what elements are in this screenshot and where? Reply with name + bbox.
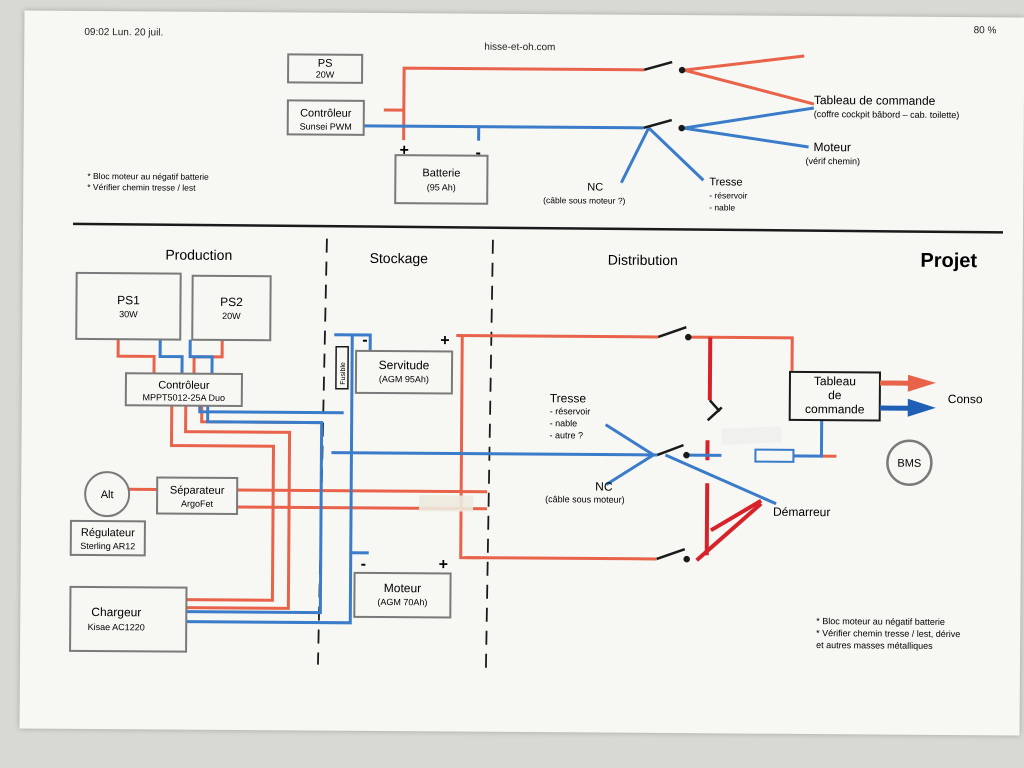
bottom-note-1: * Bloc moteur au négatif batterie bbox=[816, 616, 945, 627]
moteur-battery-plus: + bbox=[439, 556, 448, 573]
bottom-note-3: et autres masses métalliques bbox=[816, 640, 933, 651]
wiring-diagram: PS 20W Contrôleur Sunsei PWM Batterie (9… bbox=[69, 53, 1004, 668]
bottom-note-2: * Vérifier chemin tresse / lest, dérive bbox=[816, 628, 960, 639]
regulator-sub: Sterling AR12 bbox=[80, 541, 135, 551]
charger-label: Chargeur bbox=[91, 605, 141, 619]
ps2-watt: 20W bbox=[222, 311, 241, 321]
top-tableau-sub: (coffre cockpit bâbord – cab. toilette) bbox=[814, 109, 959, 120]
negative-switch bbox=[656, 443, 690, 459]
conso-arrow-red bbox=[879, 374, 936, 392]
darkred-wires bbox=[695, 337, 763, 562]
printed-sheet: 09:02 Lun. 20 juil. hisse-et-oh.com 80 % bbox=[19, 10, 1024, 736]
shunt-label: Fusible bbox=[340, 362, 347, 385]
demarreur-label: Démarreur bbox=[773, 505, 830, 519]
section-divider bbox=[73, 222, 1004, 234]
ps1-label: PS1 bbox=[117, 293, 140, 307]
tresse-item-2: - nable bbox=[550, 418, 578, 428]
charger-box bbox=[69, 585, 188, 653]
top-note-1: * Bloc moteur au négatif batterie bbox=[87, 171, 209, 182]
ps1-box bbox=[75, 271, 182, 341]
tableau-line-2: de bbox=[828, 388, 842, 402]
top-ps-label: PS bbox=[318, 58, 333, 70]
moteur-battery-minus: - bbox=[361, 556, 366, 573]
servitude-sub: (AGM 95Ah) bbox=[379, 374, 429, 384]
nc-sub: (câble sous moteur) bbox=[545, 494, 625, 505]
servitude-label: Servitude bbox=[379, 358, 430, 372]
top-nc-sub: (câble sous moteur ?) bbox=[543, 195, 625, 206]
section-stockage: Stockage bbox=[370, 250, 429, 266]
top-battery-label: Batterie bbox=[422, 167, 460, 179]
red-wires bbox=[91, 334, 837, 610]
top-battery-box bbox=[394, 154, 489, 205]
conso-label: Conso bbox=[948, 392, 983, 406]
top-moteur-sub: (vérif chemin) bbox=[805, 156, 860, 166]
main-switch-bottom bbox=[656, 547, 690, 563]
top-controller-sub: Sunsei PWM bbox=[300, 121, 352, 131]
tresse-item-1: - réservoir bbox=[550, 406, 591, 416]
bms-label: BMS bbox=[897, 458, 921, 470]
tape-mark-1 bbox=[419, 495, 474, 512]
bms-circle bbox=[886, 439, 933, 486]
moteur-battery-sub: (AGM 70Ah) bbox=[377, 597, 427, 607]
top-tableau-label: Tableau de commande bbox=[814, 93, 936, 108]
top-battery-sub: (95 Ah) bbox=[427, 182, 456, 192]
tresse-label: Tresse bbox=[550, 391, 587, 405]
tableau-line-3: commande bbox=[805, 402, 865, 416]
top-ps-watt: 20W bbox=[316, 70, 335, 80]
main-switch-top bbox=[657, 325, 692, 341]
top-moteur-label: Moteur bbox=[814, 140, 851, 154]
top-wires bbox=[361, 54, 815, 184]
alternator-label: Alt bbox=[101, 489, 114, 501]
moteur-battery-box bbox=[353, 571, 452, 619]
top-note-2: * Vérifier chemin tresse / lest bbox=[87, 182, 196, 193]
top-switch-2 bbox=[643, 118, 685, 132]
top-battery-plus: + bbox=[399, 142, 408, 159]
conso-arrow-blue bbox=[879, 398, 936, 417]
separator-sub: ArgoFet bbox=[181, 499, 214, 509]
section-production: Production bbox=[165, 247, 232, 263]
moteur-battery-label: Moteur bbox=[384, 581, 421, 595]
mppt-controller-label: Contrôleur bbox=[158, 379, 210, 391]
top-battery-minus: - bbox=[475, 145, 480, 162]
separator-box bbox=[156, 476, 239, 516]
nc-label: NC bbox=[595, 480, 613, 494]
ps2-label: PS2 bbox=[220, 295, 243, 309]
section-distribution: Distribution bbox=[608, 252, 678, 268]
shunt: Fusible bbox=[335, 345, 349, 390]
tresse-item-3: - autre ? bbox=[550, 430, 584, 440]
top-tresse-label: Tresse bbox=[709, 176, 742, 188]
top-tresse-1: - réservoir bbox=[709, 190, 747, 200]
alternator-circle bbox=[84, 471, 131, 518]
top-switch-1 bbox=[643, 60, 686, 74]
servitude-plus: + bbox=[440, 332, 449, 349]
bus-switch bbox=[706, 399, 723, 422]
tableau-box bbox=[788, 370, 882, 422]
fuse-box bbox=[754, 448, 795, 463]
mppt-controller-box bbox=[124, 372, 243, 408]
servitude-battery-box bbox=[354, 349, 454, 395]
top-nc-label: NC bbox=[587, 181, 603, 193]
tableau-line-1: Tableau bbox=[814, 374, 856, 388]
top-ps-box bbox=[287, 53, 364, 84]
ps1-watt: 30W bbox=[119, 309, 138, 319]
top-controller-box bbox=[286, 99, 365, 136]
servitude-minus: - bbox=[362, 332, 367, 349]
blue-wires bbox=[158, 333, 824, 625]
top-controller-label: Contrôleur bbox=[300, 107, 352, 119]
regulator-label: Régulateur bbox=[81, 527, 135, 539]
regulator-box bbox=[69, 519, 146, 557]
separator-label: Séparateur bbox=[170, 485, 225, 497]
section-projet: Projet bbox=[920, 250, 977, 272]
mppt-controller-sub: MPPT5012-25A Duo bbox=[143, 392, 226, 403]
charger-sub: Kisae AC1220 bbox=[88, 622, 145, 632]
ps2-box bbox=[191, 274, 272, 342]
top-tresse-2: - nable bbox=[709, 202, 735, 212]
tape-mark-2 bbox=[721, 426, 782, 445]
